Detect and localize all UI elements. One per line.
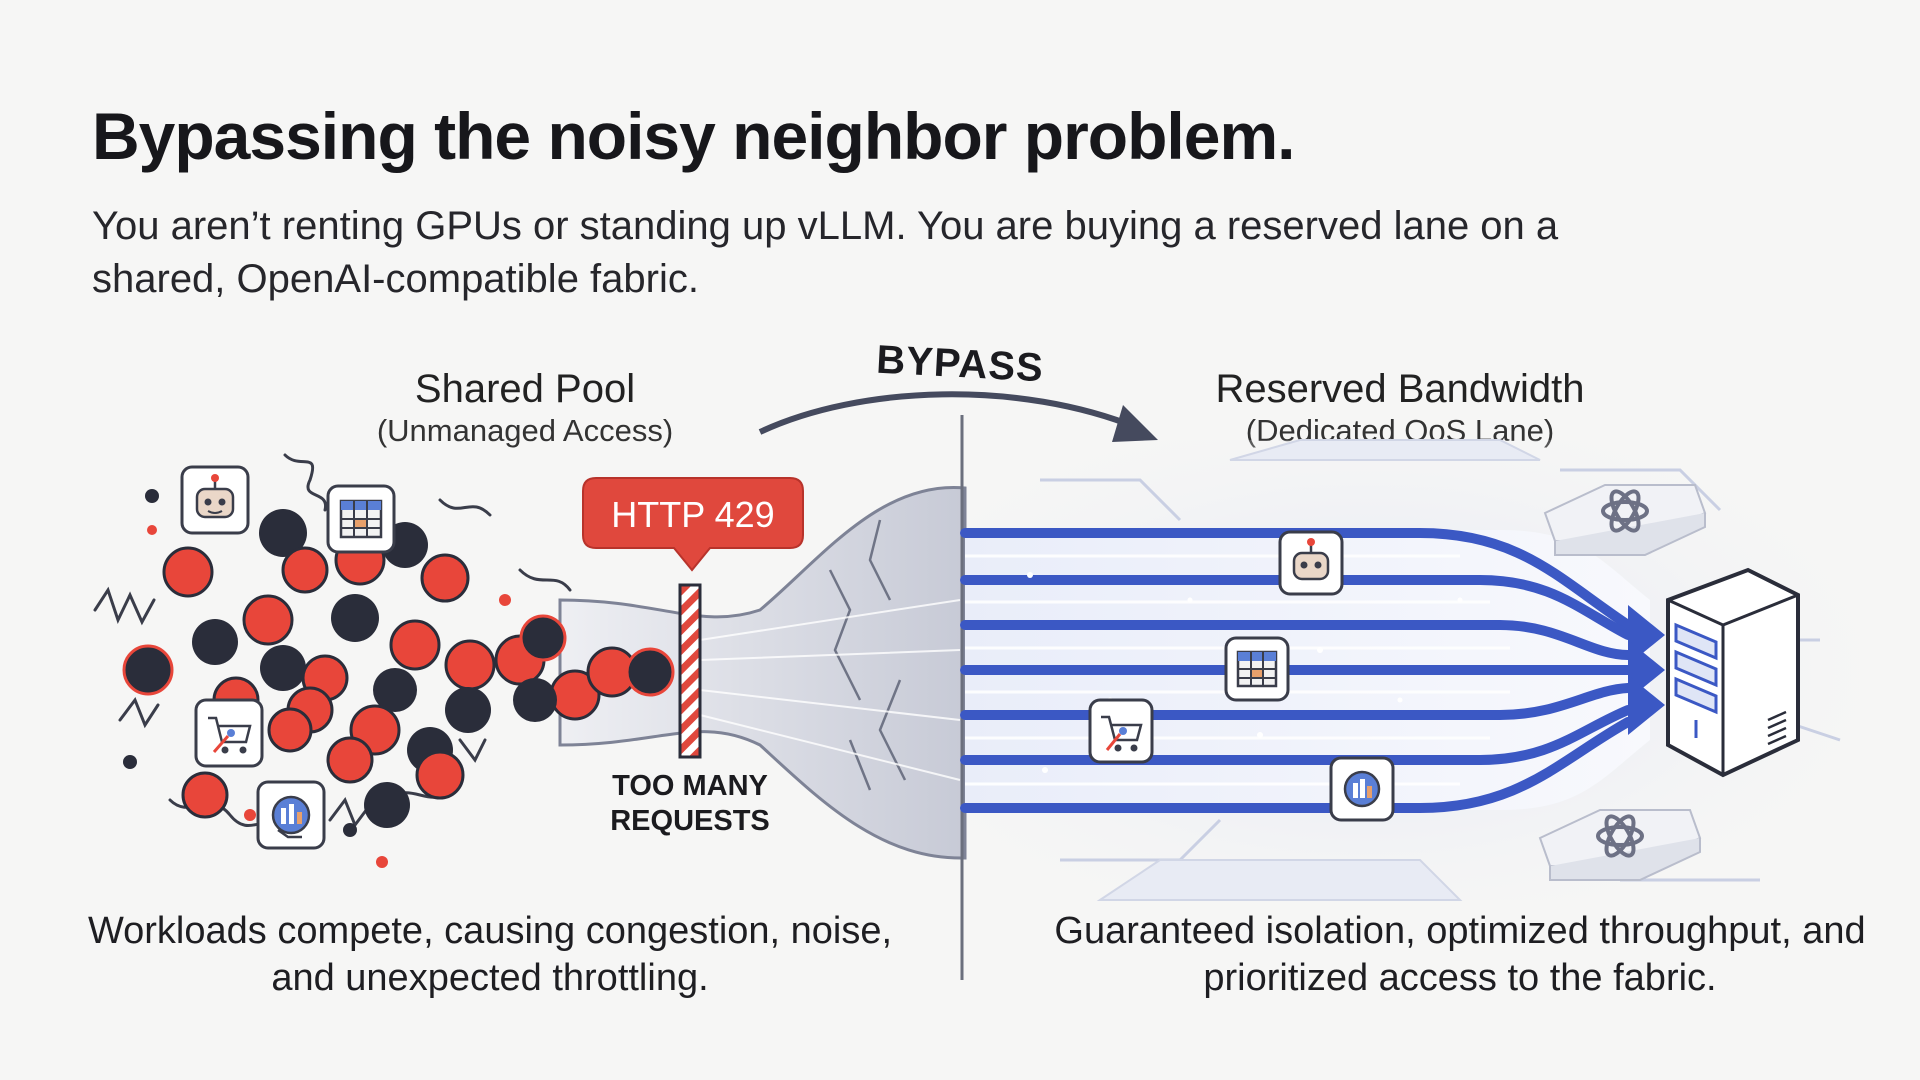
particle xyxy=(513,678,557,722)
particle xyxy=(123,755,137,769)
particle xyxy=(445,687,491,733)
particle xyxy=(444,639,496,691)
reserved-bandwidth-title: Reserved Bandwidth xyxy=(1215,367,1585,411)
lane-2 xyxy=(960,575,1633,640)
page-subtitle: You aren’t renting GPUs or standing up v… xyxy=(92,204,1559,301)
particle xyxy=(181,771,229,819)
lane-7 xyxy=(960,717,1633,813)
particle xyxy=(364,782,410,828)
shared-pool-heading: Shared Pool (Unmanaged Access) xyxy=(300,366,750,450)
server-icon xyxy=(1666,567,1800,778)
too-many-requests-line1: TOO MANY xyxy=(612,770,768,802)
bypass-label: BYPASS xyxy=(875,338,1045,391)
particle xyxy=(343,823,357,837)
particle xyxy=(162,546,214,598)
particle xyxy=(267,707,313,753)
particle xyxy=(373,668,417,712)
particle xyxy=(625,647,675,697)
lane-6 xyxy=(960,705,1633,765)
particle xyxy=(331,594,379,642)
robot-icon xyxy=(180,465,250,535)
reserved-bandwidth-caption: Guaranteed isolation, optimized throughp… xyxy=(1054,910,1866,999)
request-particles xyxy=(122,489,675,868)
shared-pool-title: Shared Pool xyxy=(414,367,636,411)
particle xyxy=(192,619,238,665)
too-many-requests-line2: REQUESTS xyxy=(610,805,770,837)
http-429-badge: HTTP 429 xyxy=(582,477,804,572)
table-icon xyxy=(1224,636,1290,702)
openai-logo-icon xyxy=(1538,809,1702,881)
particle xyxy=(326,736,374,784)
particle xyxy=(242,594,294,646)
particle xyxy=(244,809,256,821)
particle xyxy=(147,525,157,535)
lane-5 xyxy=(960,683,1633,720)
particle xyxy=(122,644,174,696)
lane-arrow-3 xyxy=(1628,675,1665,735)
particle xyxy=(519,614,567,662)
particle xyxy=(389,619,441,671)
particle xyxy=(145,489,159,503)
particle xyxy=(376,856,388,868)
shared-pool-caption: Workloads compete, causing congestion, n… xyxy=(87,910,893,999)
openai-logo-icon xyxy=(1543,484,1707,556)
http-429-text: HTTP 429 xyxy=(611,494,774,535)
bypass-arrow xyxy=(758,391,1158,442)
particle xyxy=(260,645,306,691)
lane-3 xyxy=(960,620,1633,660)
page-title: Bypassing the noisy neighbor problem. xyxy=(92,99,1295,173)
analytics-icon xyxy=(1329,756,1395,822)
particle xyxy=(415,750,465,800)
cart-icon xyxy=(194,698,264,768)
lane-1 xyxy=(960,528,1633,630)
analytics-icon xyxy=(256,780,326,850)
particle xyxy=(420,553,470,603)
robot-icon xyxy=(1278,530,1344,596)
particle xyxy=(259,509,307,557)
particle xyxy=(281,546,329,594)
table-icon xyxy=(326,484,396,554)
particle xyxy=(499,594,511,606)
throttle-barrier xyxy=(678,583,702,759)
cart-icon xyxy=(1088,698,1154,764)
shared-pool-subtitle: (Unmanaged Access) xyxy=(376,413,674,448)
